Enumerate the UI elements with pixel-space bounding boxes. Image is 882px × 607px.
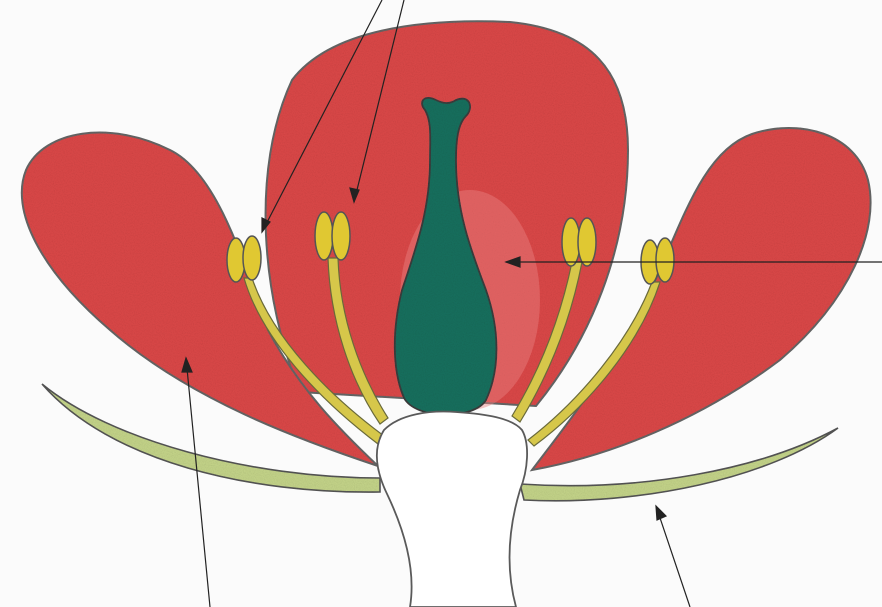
anther-3b xyxy=(578,218,596,266)
anther-1b xyxy=(243,236,261,280)
anther-4b xyxy=(656,238,674,282)
anther-2a xyxy=(315,212,333,260)
anther-2b xyxy=(332,212,350,260)
